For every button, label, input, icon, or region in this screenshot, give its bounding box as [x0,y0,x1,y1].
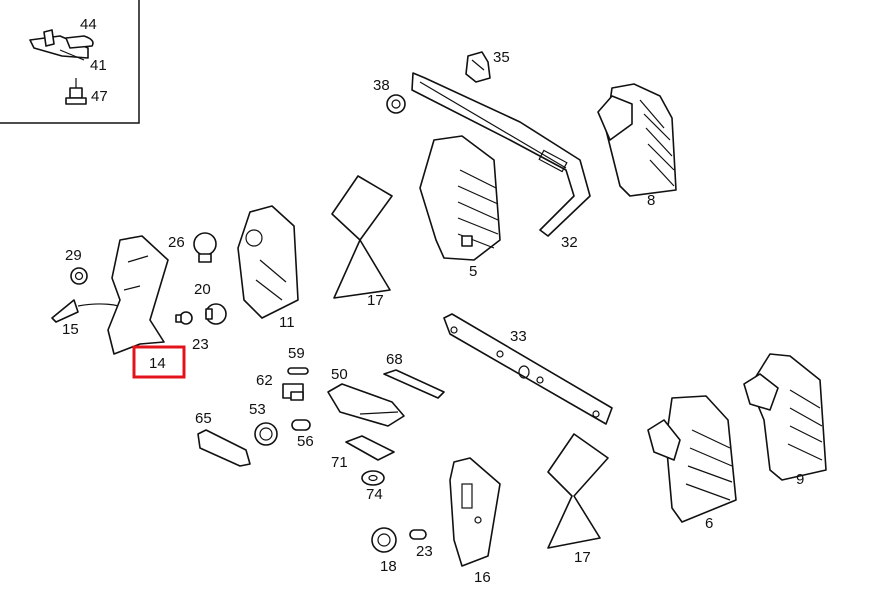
part-35-clip [465,51,491,83]
part-56-bulb [291,419,311,431]
label-68: 68 [386,351,403,368]
label-33: 33 [510,328,527,345]
label-62: 62 [256,372,273,389]
part-33-bracket [443,313,613,425]
part-9-tail-lamp [743,353,827,481]
inset-label-41: 41 [90,57,107,74]
label-65: 65 [195,410,212,427]
label-29: 29 [65,247,82,264]
part-59-bulb [287,367,309,375]
label-17-top: 17 [367,292,384,309]
label-38: 38 [373,77,390,94]
part-23-bulb [175,311,193,325]
part-11-lamp-housing [237,205,299,319]
label-8: 8 [647,192,655,209]
part-53-socket [254,422,278,446]
part-16-bracket [449,457,501,567]
label-20: 20 [194,281,211,298]
part-17-gasket-top [331,175,393,299]
label-50: 50 [331,366,348,383]
label-56: 56 [297,433,314,450]
inset-label-47: 47 [91,88,108,105]
label-18: 18 [380,558,397,575]
inset-label-44: 44 [80,16,97,33]
label-59: 59 [288,345,305,362]
part-38-nut [386,94,406,114]
label-11: 11 [279,314,295,331]
part-5-tail-lamp [419,135,501,261]
label-9: 9 [796,471,804,488]
part-26-bulb [193,232,217,263]
part-6-tail-lamp [647,395,737,523]
label-23-bottom: 23 [416,543,433,560]
part-8-tail-lamp [597,83,677,197]
part-20-bulb [205,303,227,325]
part-18-socket [371,527,397,553]
label-6: 6 [705,515,713,532]
part-65-lens [197,429,251,467]
part-17-gasket-bottom [547,433,609,549]
label-74: 74 [366,486,383,503]
inset-box: 44 41 47 [0,0,140,124]
label-26: 26 [168,234,185,251]
part-29-nut [70,267,88,285]
label-16: 16 [474,569,491,586]
label-53: 53 [249,401,266,418]
part-74-gear [361,470,385,486]
label-14: 14 [149,355,166,372]
part-68-gasket [383,369,445,399]
part-71-plate [345,435,395,461]
label-35: 35 [493,49,510,66]
label-15: 15 [62,321,79,338]
part-23-bulb-bottom [409,529,427,540]
part-32-trim-strip [411,72,591,237]
highlight-box [132,345,186,379]
label-5: 5 [469,263,477,280]
label-71: 71 [331,454,348,471]
label-32: 32 [561,234,578,251]
part-50-lens [327,383,405,427]
label-23: 23 [192,336,209,353]
part-62-socket [282,383,304,401]
part-14-side-lamp [107,235,169,355]
label-17-bottom: 17 [574,549,591,566]
